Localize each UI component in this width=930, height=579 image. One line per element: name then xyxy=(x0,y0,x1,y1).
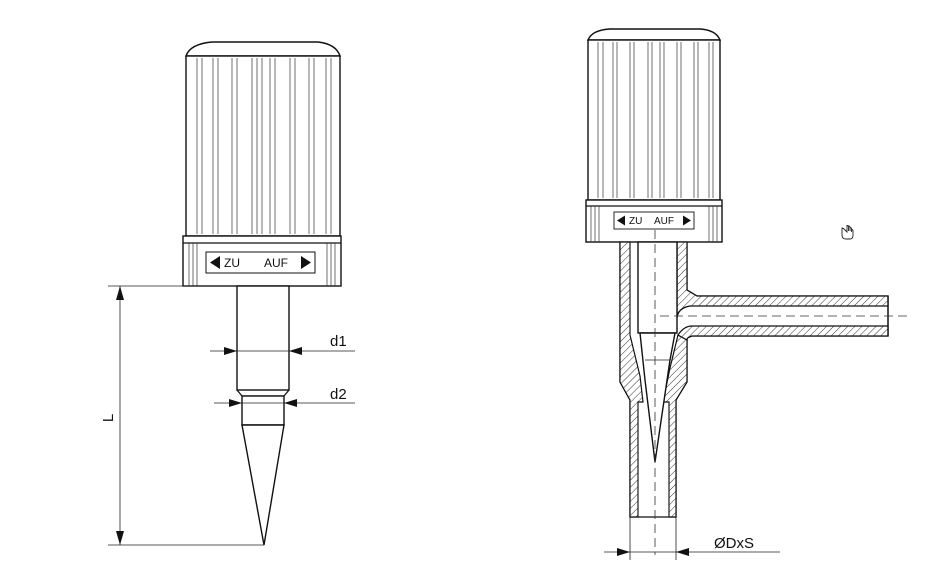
right-view-arrow-open-icon xyxy=(683,215,691,226)
dimension-label-length: L xyxy=(100,414,117,422)
dimension-outer-diameter: ØDxS xyxy=(604,517,780,560)
right-valve-body-section xyxy=(619,230,910,555)
hand-cursor-icon xyxy=(841,225,854,240)
left-valve-view: ZU AUF L d1 xyxy=(100,41,355,546)
left-spindle xyxy=(236,285,290,546)
dimension-length: L xyxy=(100,285,264,546)
left-ring-label-open: AUF xyxy=(264,256,288,270)
dimension-d1: d1 xyxy=(210,333,355,355)
right-knob xyxy=(586,28,722,201)
left-arrow-close-icon xyxy=(210,256,220,269)
right-arrow-open-icon xyxy=(301,256,311,269)
right-knob-ribs xyxy=(597,42,714,198)
right-valve-view: ZU AUF xyxy=(585,28,910,560)
left-ring-label-close: ZU xyxy=(224,256,240,270)
left-knob-ribs xyxy=(196,58,332,234)
dimension-label-d2: d2 xyxy=(330,386,347,403)
left-collar-ring: ZU AUF xyxy=(182,235,342,287)
dimension-label-outer: ØDxS xyxy=(714,535,754,552)
right-ring-label-open: AUF xyxy=(654,216,674,227)
left-knob xyxy=(185,41,341,237)
dimension-label-d1: d1 xyxy=(330,333,347,350)
right-view-arrow-close-icon xyxy=(617,215,625,226)
dimension-d2: d2 xyxy=(214,386,355,407)
right-collar-ring: ZU AUF xyxy=(585,199,723,243)
right-ring-label-close: ZU xyxy=(629,216,642,227)
